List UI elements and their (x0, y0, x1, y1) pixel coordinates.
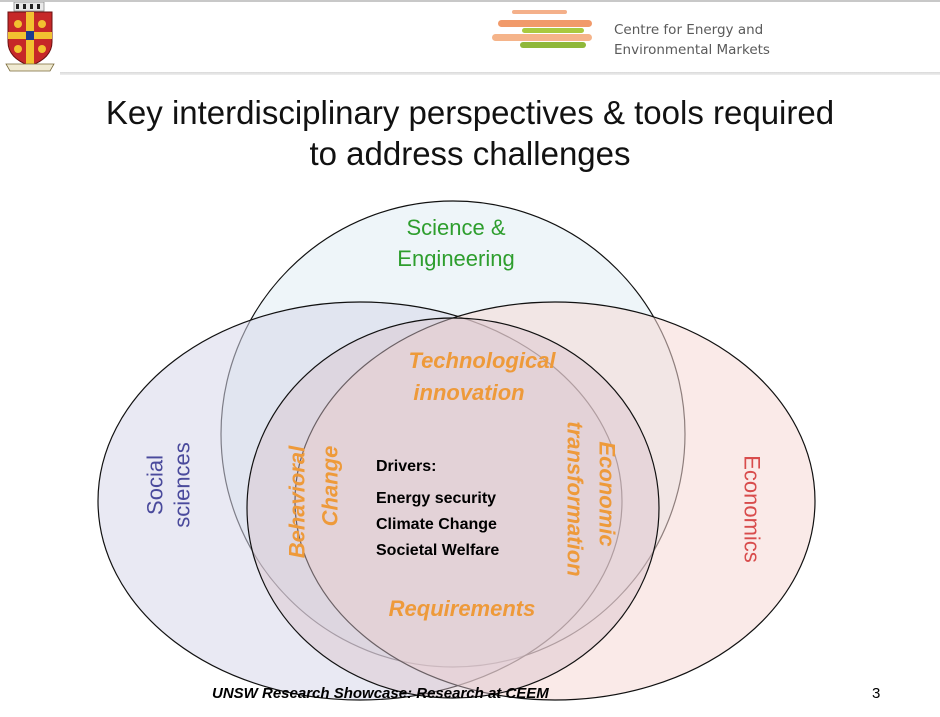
technological-innovation-line2: innovation (413, 380, 524, 405)
social-sciences-label-line2: sciences (170, 442, 195, 528)
drivers-item: Climate Change (376, 516, 497, 533)
top-border (0, 0, 940, 2)
behavioral-change-line1: Behavioral (285, 445, 310, 558)
science-engineering-label-line2: Engineering (397, 246, 514, 271)
behavioral-change-line2: Change (318, 446, 343, 527)
social-sciences-label-line1: Social (143, 455, 168, 515)
footer-text: UNSW Research Showcase: Research at CEEM (212, 685, 549, 702)
economic-transformation-line2: transformation (563, 421, 588, 576)
unsw-crest-logo (5, 2, 55, 72)
requirements-label: Requirements (389, 596, 536, 621)
economics-label: Economics (740, 455, 765, 563)
technological-innovation-line1: Technological (408, 348, 556, 373)
slide-title: Key interdisciplinary perspectives & too… (0, 92, 940, 174)
ceem-logo-mark (492, 10, 592, 48)
central-circle (246, 317, 660, 699)
slide-title-line1: Key interdisciplinary perspectives & too… (105, 94, 835, 131)
economics-circle (294, 301, 816, 701)
drivers-item: Societal Welfare (376, 542, 499, 559)
ceem-name-line1: Centre for Energy and (614, 22, 764, 38)
economic-transformation-line1: Economic (595, 441, 620, 546)
drivers-item: Energy security (376, 490, 496, 507)
slide-title-line2: to address challenges (309, 135, 631, 172)
header-divider (60, 72, 940, 75)
science-engineering-label-line1: Science & (406, 215, 505, 240)
ceem-name: Centre for Energy and Environmental Mark… (614, 20, 770, 60)
page-number: 3 (872, 685, 881, 702)
ceem-name-line2: Environmental Markets (614, 42, 770, 58)
drivers-heading: Drivers: (376, 458, 436, 475)
